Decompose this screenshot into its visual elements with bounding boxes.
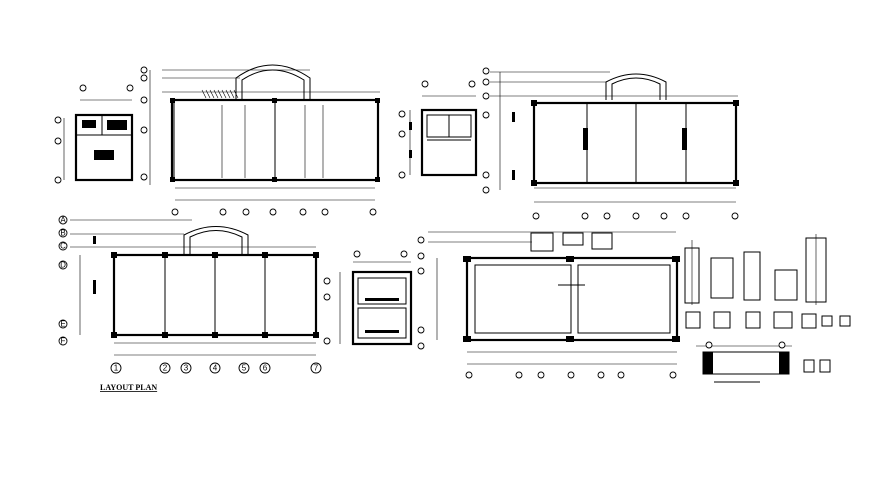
grid-letter-label: E bbox=[60, 320, 65, 329]
layout-plan-title: LAYOUT PLAN bbox=[100, 383, 157, 392]
structural-section-details bbox=[684, 234, 851, 383]
grid-letter-label: A bbox=[60, 216, 66, 225]
beam-plan bbox=[417, 231, 680, 379]
grid-number-label: 1 bbox=[114, 364, 119, 373]
main-block-plan-top bbox=[140, 64, 380, 216]
grid-letter-label: D bbox=[60, 261, 66, 270]
main-block-plan-right bbox=[482, 67, 739, 220]
grid-number-label: 7 bbox=[314, 364, 319, 373]
small-room-plan-top bbox=[398, 80, 478, 179]
grid-number-label: 4 bbox=[213, 364, 218, 373]
grid-letter-label: B bbox=[60, 229, 65, 238]
grid-number-label: 5 bbox=[242, 364, 247, 373]
grid-letter-label: C bbox=[60, 242, 66, 251]
grid-number-label: 2 bbox=[163, 364, 168, 373]
grid-number-label: 3 bbox=[184, 364, 189, 373]
grid-number-label: 6 bbox=[263, 364, 268, 373]
layout-plan-column-bubbles: 1 2 3 4 5 6 7 bbox=[110, 362, 322, 374]
stair-hatch bbox=[201, 89, 239, 99]
layout-plan-row-bubbles: A B C D E F bbox=[58, 216, 68, 346]
grid-letter-label: F bbox=[61, 337, 66, 346]
layout-plan: A B C D E F 1 2 3 4 5 6 7 LAYOUT PLAN bbox=[58, 216, 322, 392]
small-room-plan-bottom bbox=[323, 250, 413, 346]
annex-small-plan bbox=[54, 84, 134, 184]
